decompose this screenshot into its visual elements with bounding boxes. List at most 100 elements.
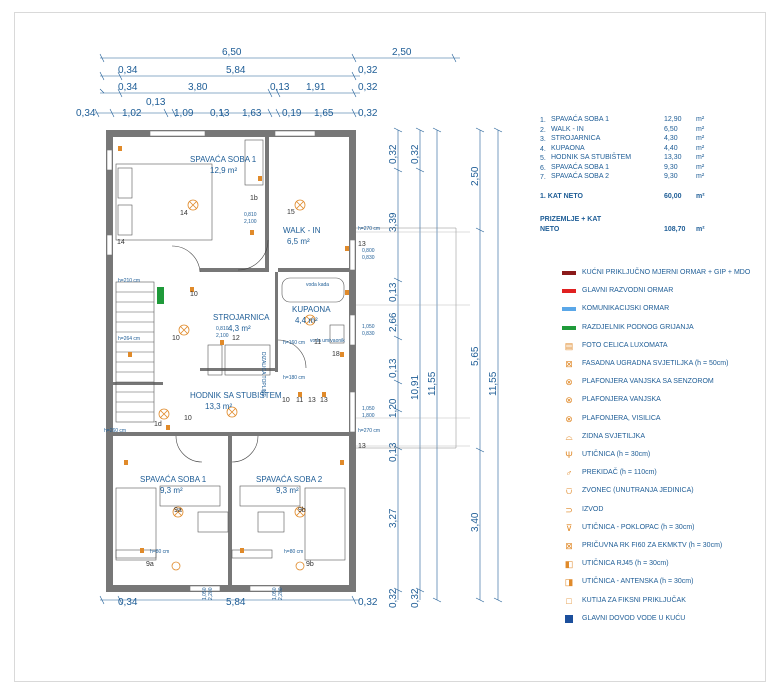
legend-color-bar-icon (562, 286, 576, 296)
dim-r2-c: 0,32 (358, 65, 378, 76)
area-row-4-name: KUPAONA (551, 144, 585, 152)
point-10c: 10 (184, 415, 192, 422)
dim-r2-b: 5,84 (226, 65, 246, 76)
area-row-3-value: 4,30 (664, 135, 678, 142)
legend-item: KOMUNIKACIJSKI ORMAR (562, 304, 774, 316)
antenna-socket-icon: ◨ (562, 577, 576, 587)
legend-color-bar-icon (562, 268, 576, 278)
window-a-height: 0,830 (362, 255, 375, 261)
window-b-width: 1,050 (362, 324, 375, 330)
area-row-4-index: 4. (540, 145, 546, 153)
switch-icon-glyph: ♂ (565, 468, 573, 478)
point-9a-b: 9a (146, 561, 154, 568)
point-13d: 13 (308, 397, 316, 404)
door-width-utility: 0,810 (216, 326, 229, 332)
area-net-value: 60,00 (664, 192, 682, 200)
room-area-bathroom: 4,4 m² (295, 316, 318, 325)
dim-v2-c: 0,32 (410, 588, 421, 608)
heat-pump-label: DIZALICA TOPLINE (260, 352, 266, 397)
area-row-5-unit: m² (696, 154, 705, 161)
point-13b: 13 (358, 443, 366, 450)
legend-item: ⊽UTIČNICA - POKLOPAC (h = 30cm) (562, 523, 774, 535)
windows (106, 130, 356, 592)
legend-item: ⊃IZVOD (562, 505, 774, 517)
dim-r4-g: 1,65 (314, 108, 334, 119)
dim-r3-c: 0,13 (270, 82, 290, 93)
point-9b-b: 9b (306, 561, 314, 568)
dim-top-6-50: 6,50 (222, 47, 242, 58)
point-10a: 10 (190, 291, 198, 298)
legend-label: IZVOD (582, 506, 604, 513)
legend-label: RAZDJELNIK PODNOG GRIJANJA (582, 324, 694, 331)
fixed-box-icon: □ (562, 596, 576, 606)
area-row-1-value: 12,90 (664, 116, 682, 123)
room-name-bedroom-1b: SPAVAĆA SOBA 1 (140, 475, 207, 484)
water-inlet-icon (562, 614, 576, 624)
door-bottom-height: 2,200 (208, 587, 214, 600)
dim-v4-b: 5,65 (470, 346, 481, 366)
fixed-box-icon-glyph: □ (566, 596, 572, 606)
area-total-label-2: NETO (540, 225, 560, 233)
window-c-width: 1,050 (362, 406, 375, 412)
dim-bottom-c: 0,32 (358, 597, 378, 608)
dim-v-b: 3,39 (388, 212, 399, 232)
legend-label: FASADNA UGRADNA SVJETILJKA (h = 50cm) (582, 360, 729, 367)
legend-item: ⊗PLAFONJERA VANJSKA SA SENZOROM (562, 377, 774, 389)
legend-item: GLAVNI DOVOD VODE U KUĆU (562, 614, 774, 626)
height-note-260: h=260 cm (104, 428, 126, 434)
legend-color-bar-icon (562, 304, 576, 314)
room-area-walk-in: 6,5 m² (287, 237, 310, 246)
ceiling-pendant-icon: ⊗ (562, 414, 576, 424)
ceiling-outdoor-icon: ⊗ (562, 395, 576, 405)
socket-icon: Ψ (562, 450, 576, 460)
point-13: 13 (358, 241, 366, 248)
door-bottom2-width: 1,050 (272, 587, 278, 600)
dim-v-f: 1,20 (388, 398, 399, 418)
area-row-6-value: 9,30 (664, 163, 678, 171)
dim-v-e: 0,13 (388, 358, 399, 378)
legend-label: PLAFONJERA, VISILICA (582, 415, 661, 422)
point-1b: 1b (250, 195, 258, 202)
area-row-2-name: WALK - IN (551, 125, 584, 133)
legend-item: ⊗ PLAFONJERA VANJSKA (562, 395, 774, 407)
area-row-4-value: 4,40 (664, 144, 678, 152)
dim-r3-e: 0,32 (358, 82, 378, 93)
height-note-80b: h=80 cm (284, 549, 303, 555)
ceiling-pendant-icon-glyph: ⊗ (565, 414, 573, 424)
legend-label: GLAVNI DOVOD VODE U KUĆU (582, 615, 686, 622)
room-area-bedroom-2: 9,3 m² (276, 486, 299, 495)
area-row-7-value: 9,30 (664, 173, 678, 180)
dim-v4-a: 2,50 (470, 166, 481, 186)
dim-v-i: 0,32 (388, 588, 399, 608)
area-row-6-index: 6. (540, 164, 546, 172)
area-row-5-name: HODNIK SA STUBIŠTEM (551, 154, 632, 161)
point-10b: 10 (172, 335, 180, 342)
height-note-210: h=210 cm (118, 278, 140, 284)
area-row-2-unit: m² (696, 125, 705, 133)
height-note-270b: h=270 cm (358, 428, 380, 434)
bell-icon-glyph: ⩂ (565, 486, 573, 496)
legend-label: PRIČUVNA RK FI60 ZA EKMKTV (h = 30cm) (582, 542, 723, 549)
wall-light-icon: ⌓ (562, 432, 576, 442)
legend-label: PLAFONJERA VANJSKA (582, 396, 661, 403)
area-row-1-name: SPAVAĆA SOBA 1 (551, 116, 609, 123)
height-note-80a: h=80 cm (150, 549, 169, 555)
facade-light-icon: ⊠ (562, 359, 576, 369)
area-row-3-name: STROJARNICA (551, 135, 601, 142)
room-name-bedroom-1: SPAVAĆA SOBA 1 (190, 155, 257, 164)
area-row-2-value: 6,50 (664, 125, 678, 133)
dim-r4-a: 0,34 (76, 108, 96, 119)
water-sink-label: voda umivaonik (310, 338, 345, 344)
color-swatch (562, 326, 576, 330)
point-1d: 1d (154, 421, 162, 428)
room-area-utility: 4,3 m² (228, 324, 251, 333)
point-9b: 9b (298, 507, 306, 514)
junction-box-icon: ⊠ (562, 541, 576, 551)
legend-item: ⊗ PLAFONJERA, VISILICA (562, 414, 774, 426)
